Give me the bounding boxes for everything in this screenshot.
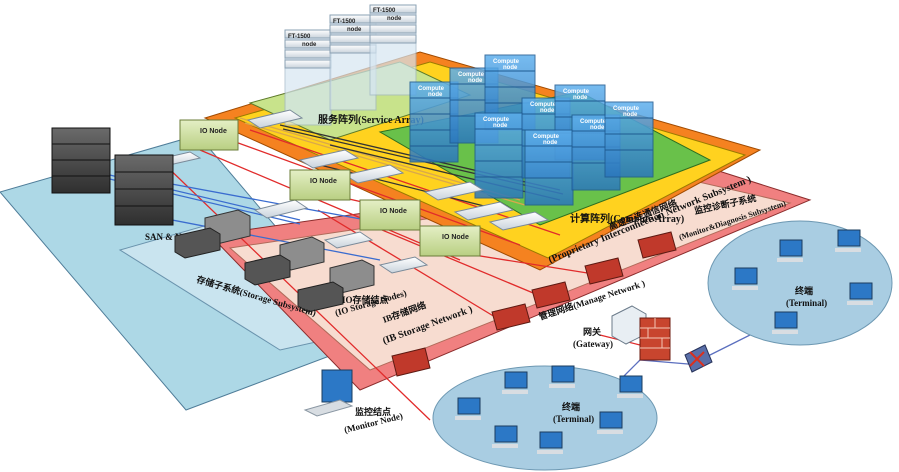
switch-icon [343,164,405,184]
gateway-en-label: (Gateway) [573,339,613,349]
switch-icon [246,109,304,129]
terminal-icon [777,239,803,262]
router-icon [684,344,713,373]
terminal-icon [492,425,518,448]
switch-icon [253,199,309,219]
san-nas-label: SAN & NAS [145,232,193,242]
rack-icon [51,127,111,194]
compute-node-sublabel: node [540,108,555,114]
terminal-cluster-bottom: 终端 (Terminal) [432,365,658,471]
management-device-icon [531,281,571,309]
gateway-label: 网关 [583,326,601,337]
compute-node-sublabel: node [493,123,508,129]
compute-node-label: Compute [580,119,607,125]
compute-array-label: 计算阵列(Compute Array) [570,212,684,225]
san-nas: SAN & NAS [51,127,193,242]
management-device-icon [637,231,677,259]
management-device-icon [391,347,431,377]
switch-icon [453,201,515,221]
rack-icon [114,154,174,226]
terminal-label: 终端 [794,285,813,296]
storage-device-icon [244,254,291,286]
terminal-cluster-right: 终端 (Terminal) [707,220,893,346]
compute-stack: Compute node [604,101,654,178]
compute-node-sublabel: node [428,92,443,98]
switch-icon [323,231,374,249]
management-device-icon [584,257,624,285]
network-switches [153,109,550,274]
compute-node-label: Compute [458,72,485,78]
management-device-icon [491,303,531,331]
ft-stack: FT-1500 node [284,29,332,126]
switch-icon [298,149,360,169]
compute-node-label: Compute [533,134,560,140]
compute-stack: Compute node [524,129,574,206]
io-nodes: IO Node IO Node IO Node IO Node [179,119,481,257]
terminal-icon [772,311,798,334]
terminal-icon [537,431,563,454]
network-lines [79,117,781,421]
ft-node-label: FT-1500 [373,8,396,14]
ft-node-label: FT-1500 [288,34,311,40]
io-storage-nodes-label: IO存储结点 [342,294,389,305]
manage-devices: 管理网络(Manage Network ) [391,231,677,377]
switch-icon [423,181,485,201]
service-array-label: 服务阵列(Service Array) [318,113,424,126]
terminal-icon [597,411,623,434]
terminal-icon [549,365,575,388]
compute-node-label: Compute [493,59,520,65]
compute-node-label: Compute [613,106,640,112]
switch-icon [488,211,550,231]
ft-stack: FT-1500 node [329,14,377,111]
io-node: IO Node [179,119,239,151]
compute-node-label: Compute [418,86,445,92]
ft-node-sublabel: node [302,42,317,48]
io-node-label: IO Node [442,234,469,241]
monitor-node-label: 监控结点 [355,406,391,417]
io-node: IO Node [289,169,351,201]
terminal-icon [732,267,758,290]
terminal-icon [502,371,528,394]
io-node-label: IO Node [310,178,337,185]
compute-node-label: Compute [483,117,510,123]
switch-icon [378,256,429,274]
io-node-label: IO Node [200,128,227,135]
terminal-label: 终端 [561,401,580,412]
terminal-icon [835,229,861,252]
compute-node-sublabel: node [573,95,588,101]
io-node: IO Node [419,225,481,257]
firewall-icon [639,317,671,361]
compute-array: Compute node Compute node Compute node C… [409,54,684,225]
compute-node-sublabel: node [543,140,558,146]
monitor-computer-icon [303,369,354,417]
ft-node-label: FT-1500 [333,19,356,25]
compute-stack: Compute node [474,112,524,199]
storage-device-icon [297,281,344,313]
compute-node-sublabel: node [623,112,638,118]
terminal-icon [847,282,873,305]
ft-node-sublabel: node [347,27,362,33]
compute-node-sublabel: node [468,78,483,84]
compute-node-label: Compute [530,102,557,108]
terminal-icon [617,375,643,398]
io-node-label: IO Node [380,208,407,215]
gateway: 网关 (Gateway) [573,305,713,373]
compute-node-label: Compute [563,89,590,95]
storage-device-icon [174,227,221,259]
io-node: IO Node [359,199,421,231]
service-array: FT-1500 node FT-1500 node FT-1500 node 服… [284,4,424,126]
terminal-en-label: (Terminal) [553,414,594,424]
ft-stack: FT-1500 node [369,4,417,96]
ft-node-sublabel: node [387,16,402,22]
compute-node-sublabel: node [590,125,605,131]
terminal-en-label: (Terminal) [786,298,827,308]
terminal-icon [455,397,481,420]
compute-node-sublabel: node [503,65,518,71]
